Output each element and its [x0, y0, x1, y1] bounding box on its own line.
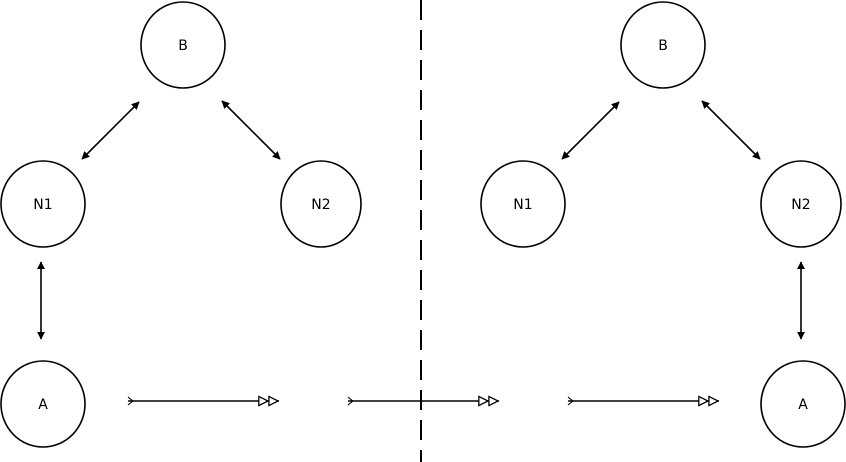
right-node-n2-label: N2	[791, 197, 810, 213]
right-node-b-label: B	[658, 38, 668, 54]
left-node-n2-shape	[280, 160, 362, 248]
left-node-n1-shape	[0, 160, 86, 248]
right-node-n1-shape	[480, 160, 566, 248]
right-node-a[interactable]: A	[760, 360, 846, 448]
right-node-n1[interactable]: N1	[480, 160, 566, 248]
left-node-n2[interactable]: N2	[280, 160, 362, 248]
left-node-a-label: A	[38, 397, 48, 413]
left-edge-b-n1	[81, 101, 140, 160]
left-node-a[interactable]: A	[0, 360, 86, 448]
right-node-n2-shape	[760, 160, 842, 248]
left-node-n1[interactable]: N1	[0, 160, 86, 248]
right-edge-b-n1	[561, 101, 620, 160]
left-node-b-label: B	[178, 38, 188, 54]
left-node-b-shape	[140, 1, 226, 89]
left-edge-b-n2	[221, 100, 281, 160]
right-node-n2[interactable]: N2	[760, 160, 842, 248]
right-node-n1-label: N1	[513, 197, 532, 213]
right-panel: B N1 N2 A	[480, 1, 846, 448]
left-node-a-shape	[0, 360, 86, 448]
left-node-b[interactable]: B	[140, 1, 226, 89]
left-panel: B N1 N2 A	[0, 1, 362, 448]
right-node-b[interactable]: B	[620, 1, 706, 89]
right-node-a-label: A	[798, 397, 808, 413]
left-node-n1-label: N1	[33, 197, 52, 213]
right-edge-b-n2	[701, 100, 761, 160]
right-node-a-shape	[760, 360, 846, 448]
right-node-b-shape	[620, 1, 706, 89]
left-node-n2-label: N2	[311, 197, 330, 213]
